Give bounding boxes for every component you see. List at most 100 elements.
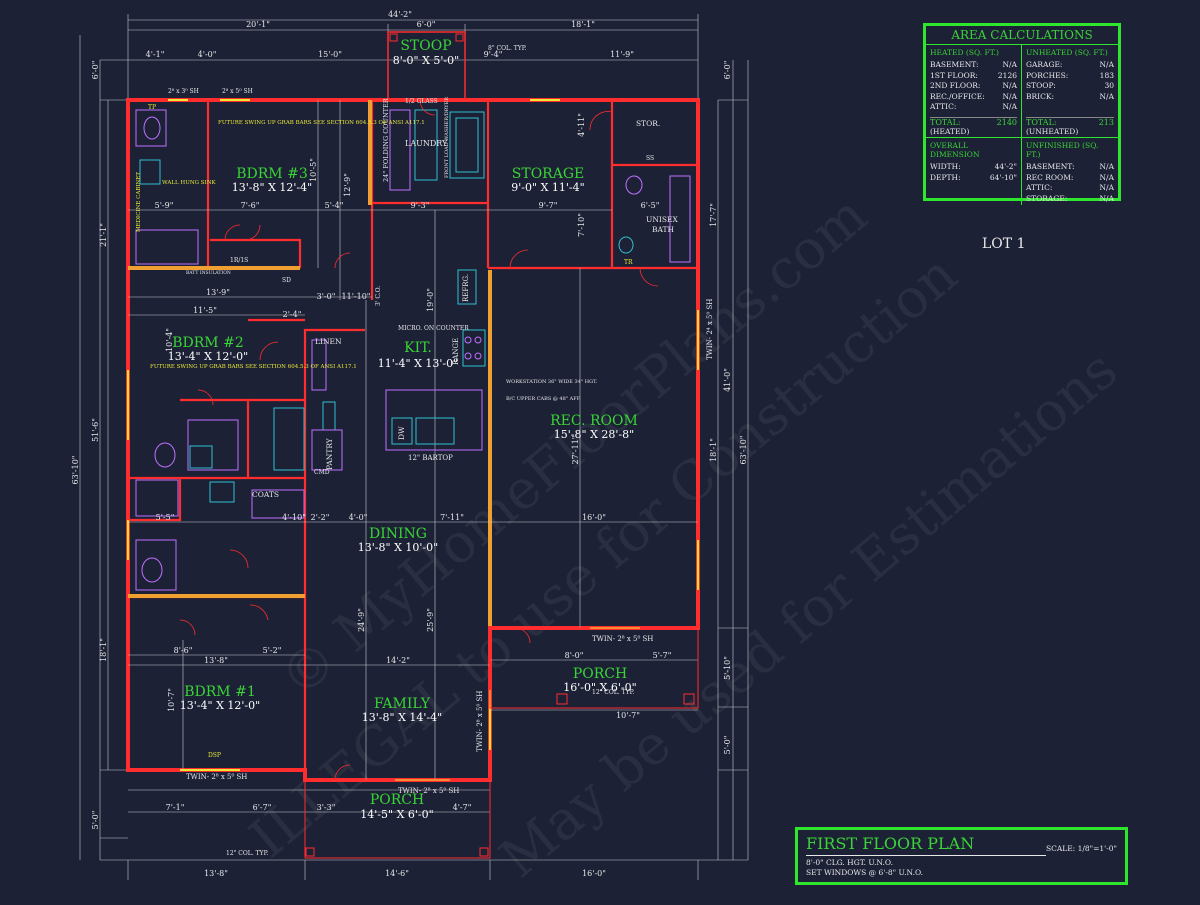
heated-key: ATTIC: — [930, 102, 957, 112]
unfinished-header: UNFINISHED (SQ. FT.) — [1026, 140, 1099, 159]
dim-right-e: 5'-10" — [723, 656, 732, 680]
plan-title: FIRST FLOOR PLAN — [806, 834, 975, 853]
label-range: RANGE — [452, 338, 460, 365]
label-future-2: FUTURE SWING UP GRAB BARS SEE SECTION 60… — [150, 364, 357, 370]
unheated-key: PORCHES: — [1026, 70, 1069, 80]
dim-stor-b: 6'-5" — [641, 201, 660, 210]
dim-kit-a: 9'-7" — [539, 201, 558, 210]
dim-top-e: 11'-9" — [610, 50, 634, 59]
room-porch-bottom-name: PORCH — [370, 792, 424, 808]
unheated-row: STOOP:30 — [1026, 81, 1114, 92]
dim-porch-r-a: 8'-0" — [565, 651, 584, 660]
room-family-name: FAMILY — [374, 696, 431, 712]
room-stoop-top-size: 8'-0" X 5'-0" — [393, 54, 459, 67]
dim-fam-c: 24'-9" — [357, 608, 366, 632]
batt-insulation — [128, 100, 492, 626]
label-bc-upper: B/C UPPER CABS @ 48" AFF — [506, 395, 581, 402]
dim-left-e: 6'-0" — [91, 61, 100, 80]
dim-right-f: 5'-0" — [723, 736, 732, 755]
room-bdrm1-size: 13'-4" X 12'-0" — [180, 699, 260, 712]
dim-b2-d: 2'-4" — [283, 310, 302, 319]
dim-b1-a: 8'-6" — [174, 646, 193, 655]
dim-left-a: 21'-1" — [99, 223, 108, 247]
room-bdrm3-name: BDRM #3 — [236, 166, 307, 182]
label-twin-porch: TWIN- 2⁸ x 5⁰ SH — [592, 635, 653, 643]
unheated-value: N/A — [1099, 60, 1114, 69]
room-rec-size: 15'-8" X 28'-8" — [554, 428, 634, 441]
dim-fam-a: 13'-8" — [204, 656, 228, 665]
label-twin-bdrm1: TWIN- 2⁸ x 5⁰ SH — [186, 773, 247, 781]
dim-stor-a: 4'-11" — [577, 113, 586, 137]
unheated-key: BRICK: — [1026, 91, 1054, 101]
unheated-column: UNHEATED (SQ. FT.) GARAGE:N/A PORCHES:18… — [1022, 45, 1118, 137]
label-ss: SS — [646, 155, 654, 162]
unfinished-key: BASEMENT: — [1026, 161, 1075, 171]
dim-b3-w: 13'-9" — [206, 288, 230, 297]
heated-key: 1ST FLOOR: — [930, 70, 978, 80]
label-unisex: UNISEX — [646, 215, 678, 224]
room-storage-name: STORAGE — [512, 166, 584, 182]
dim-dining-d: 4'-0" — [349, 513, 368, 522]
room-dining-name: DINING — [369, 526, 427, 542]
heated-row: REC./OFFICE:N/A — [930, 92, 1017, 103]
label-refrg: REFRG. — [462, 274, 470, 302]
lot-label: LOT 1 — [982, 236, 1026, 252]
window-height-note: SET WINDOWS @ 6'-8" U.N.O. — [806, 867, 924, 877]
dim-b1-b: 5'-2" — [263, 646, 282, 655]
dim-left-b: 51'-6" — [91, 418, 100, 442]
heated-total-label: TOTAL: — [930, 117, 961, 127]
label-col-typ-porch: 12" COL. TYP. — [592, 689, 634, 696]
label-sh-top-2: 2⁸ x 5⁰ SH — [222, 88, 253, 95]
dim-b2-b: 3'-0" — [317, 292, 336, 301]
room-porch-right-size: 16'-0" X 6'-0" — [563, 681, 636, 694]
label-folding-counter: 24" FOLDING COUNTER — [382, 97, 390, 182]
dim-top-a: 4'-1" — [146, 50, 165, 59]
dim-overall-width: 44'-2" — [388, 10, 412, 19]
dim-bottom-a: 13'-8" — [204, 869, 228, 878]
room-kit-size: 11'-4" X 13'-0" — [378, 357, 458, 370]
unfinished-value: N/A — [1099, 193, 1114, 203]
title-divider — [806, 855, 1046, 856]
heated-row: 1ST FLOOR: 2126 — [930, 71, 1017, 82]
unfinished-row: BASEMENT:N/A — [1026, 162, 1114, 173]
dim-fam-b: 14'-2" — [386, 656, 410, 665]
dim-right-d: 6'-0" — [723, 61, 732, 80]
dim-bot-porch-c: 3'-3" — [317, 803, 336, 812]
heated-value: 2126 — [997, 70, 1017, 80]
overall-value: 64'-10" — [989, 172, 1017, 182]
unfinished-value: N/A — [1099, 183, 1114, 193]
label-workstation: WORKSTATION 36" WIDE 34" HGT. — [506, 379, 598, 385]
unheated-total-label: TOTAL: — [1026, 117, 1057, 127]
label-twin-family: TWIN- 2⁸ x 5⁰ SH — [476, 691, 484, 752]
label-laundry: LAUNDRY — [405, 139, 448, 148]
room-family-size: 13'-8" X 14'-4" — [362, 711, 442, 724]
label-dw: DW — [397, 426, 406, 440]
room-storage-size: 9'-0" X 11'-4" — [511, 181, 584, 194]
dim-bottom-b: 14'-6" — [385, 869, 409, 878]
windows — [127, 99, 699, 781]
dim-bot-porch-a: 7'-1" — [166, 803, 185, 812]
unfinished-row: STORAGE: N/A — [1026, 194, 1114, 205]
label-future-1: FUTURE SWING UP GRAB BARS SEE SECTION 60… — [218, 120, 425, 126]
unheated-key: STOOP: — [1026, 81, 1056, 91]
unheated-key: GARAGE: — [1026, 60, 1063, 69]
heated-key: 2ND FLOOR: — [930, 81, 981, 91]
unheated-value: N/A — [1099, 91, 1114, 101]
label-sh-top-1: 2⁸ x 3⁰ SH — [168, 88, 199, 95]
unfinished-key: STORAGE: — [1026, 193, 1068, 203]
dim-b1-c: 10'-7" — [167, 688, 176, 712]
heated-row: ATTIC:N/A — [930, 102, 1017, 113]
dim-right-b: 41'-0" — [723, 368, 732, 392]
unheated-total-row: TOTAL:213 — [1026, 116, 1114, 127]
room-bdrm2-size: 13'-4" X 12'-0" — [168, 350, 248, 363]
unfinished-key: REC ROOM: — [1026, 172, 1074, 182]
label-batt-insulation: BATT INSULATION — [186, 270, 231, 276]
unfinished-value: N/A — [1099, 172, 1114, 182]
label-coats: COATS — [252, 490, 279, 499]
label-tr: TR — [624, 259, 633, 266]
room-porch-right-name: PORCH — [573, 666, 627, 682]
dim-dining-b: 4'-10" — [282, 513, 306, 522]
overall-key: WIDTH: — [930, 161, 961, 171]
room-kit-name: KIT. — [404, 340, 432, 356]
area-calculations-table: AREA CALCULATIONS HEATED (SQ. FT.) BASEM… — [923, 23, 1121, 206]
